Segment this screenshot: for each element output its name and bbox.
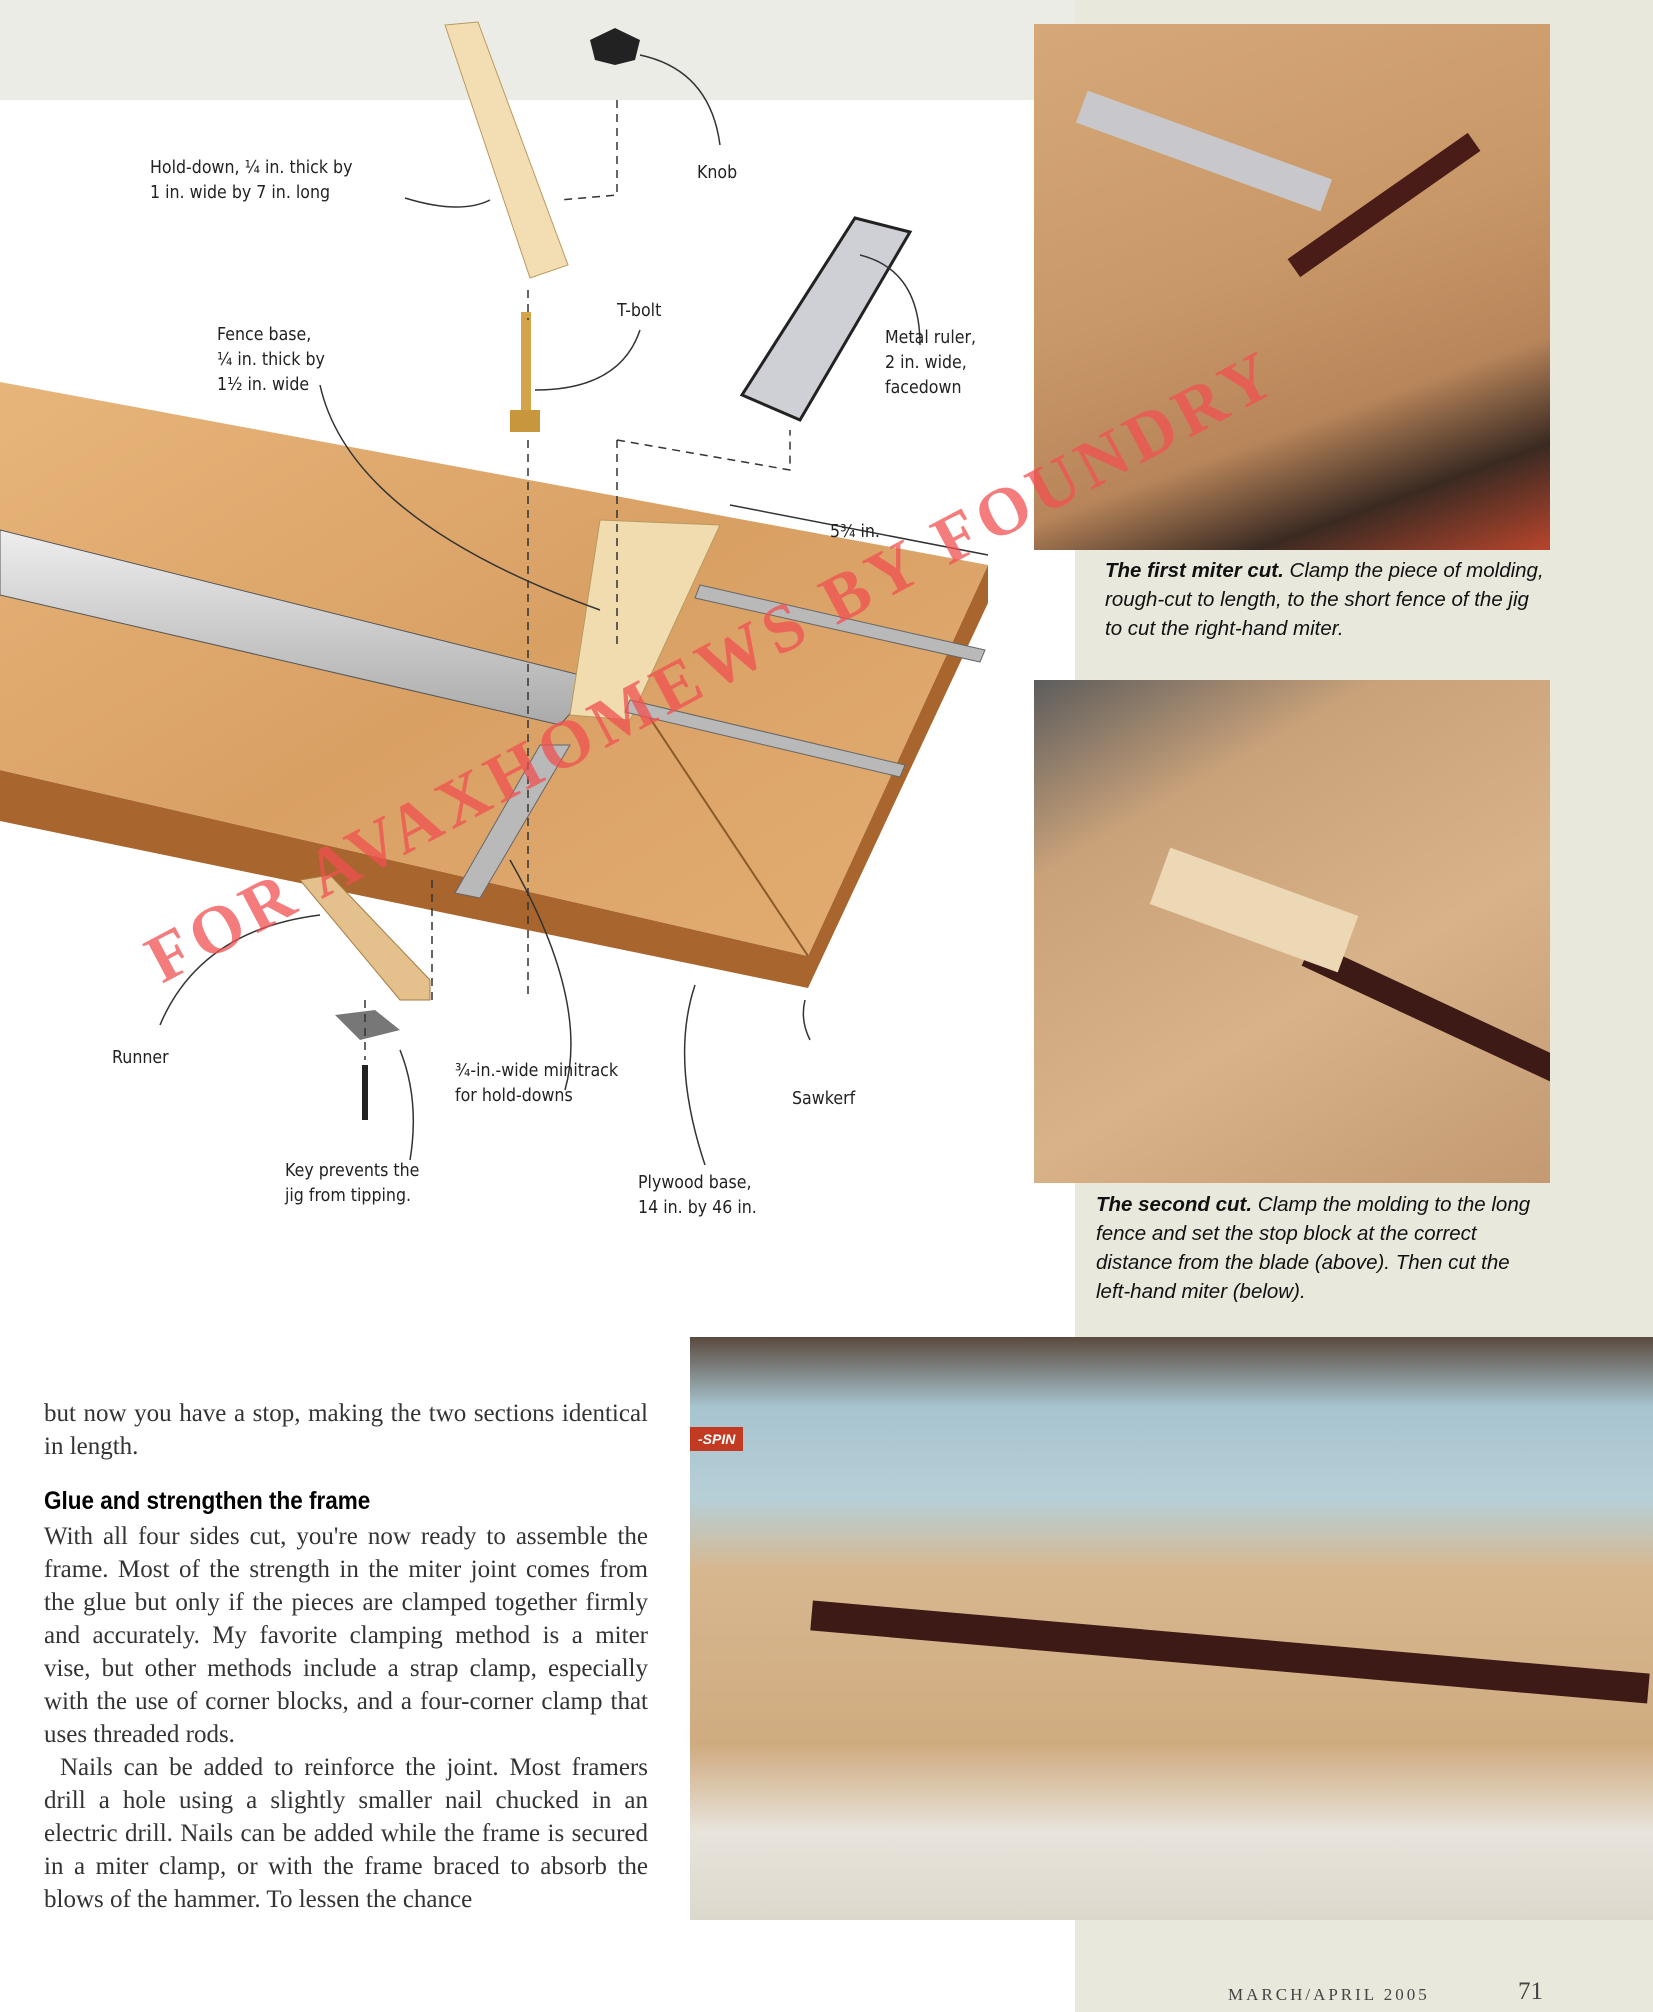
photo-molding bbox=[810, 1600, 1650, 1704]
minitrack-left bbox=[454, 744, 571, 899]
label-metal-ruler: Metal ruler,2 in. wide,facedown bbox=[885, 327, 977, 398]
label-runner: Runner bbox=[112, 1047, 169, 1068]
label-t-bolt: T-bolt bbox=[617, 300, 662, 321]
article-intro: but now you have a stop, making the two … bbox=[44, 1400, 648, 1460]
photo-first-miter-cut bbox=[1034, 24, 1550, 550]
caption-first-cut: The first miter cut. Clamp the piece of … bbox=[1105, 559, 1544, 640]
article-paragraph: With all four sides cut, you're now read… bbox=[44, 1523, 648, 1748]
label-plywood-base: Plywood base,14 in. by 46 in. bbox=[638, 1172, 757, 1218]
photo-ruler bbox=[1076, 90, 1332, 212]
metal-ruler-part bbox=[739, 216, 913, 422]
label-knob: Knob bbox=[697, 162, 738, 183]
fence-base bbox=[569, 519, 721, 721]
saw-brand-text: -SPIN bbox=[690, 1427, 744, 1451]
hold-down bbox=[444, 21, 569, 279]
issue-date: MARCH/APRIL 2005 bbox=[1228, 1985, 1430, 2004]
t-bolt-head bbox=[510, 410, 540, 432]
runner bbox=[299, 874, 431, 1001]
knob bbox=[590, 28, 640, 65]
jig-exploded-diagram bbox=[0, 21, 989, 1166]
label-dimension: 5¾ in. bbox=[830, 521, 880, 542]
minitrack-right-2 bbox=[624, 699, 906, 778]
t-bolt bbox=[521, 312, 531, 412]
label-sawkerf: Sawkerf bbox=[792, 1088, 856, 1109]
photo-second-cut bbox=[1034, 680, 1550, 1183]
article-body: but now you have a stop, making the two … bbox=[44, 1397, 648, 1916]
article-paragraph: Nails can be added to reinforce the join… bbox=[44, 1754, 648, 1913]
caption-second-cut: The second cut. Clamp the molding to the… bbox=[1096, 1193, 1531, 1303]
screw bbox=[362, 1065, 368, 1120]
photo-stop-block bbox=[1149, 847, 1359, 973]
photo-left-hand-miter: -SPIN bbox=[690, 1337, 1653, 1920]
minitrack-right bbox=[694, 584, 986, 663]
key bbox=[335, 1010, 400, 1040]
plywood-base-edge bbox=[0, 565, 988, 988]
metal-ruler bbox=[0, 529, 601, 726]
page-number: 71 bbox=[1518, 1978, 1543, 2005]
section-heading: Glue and strengthen the frame bbox=[44, 1487, 371, 1515]
